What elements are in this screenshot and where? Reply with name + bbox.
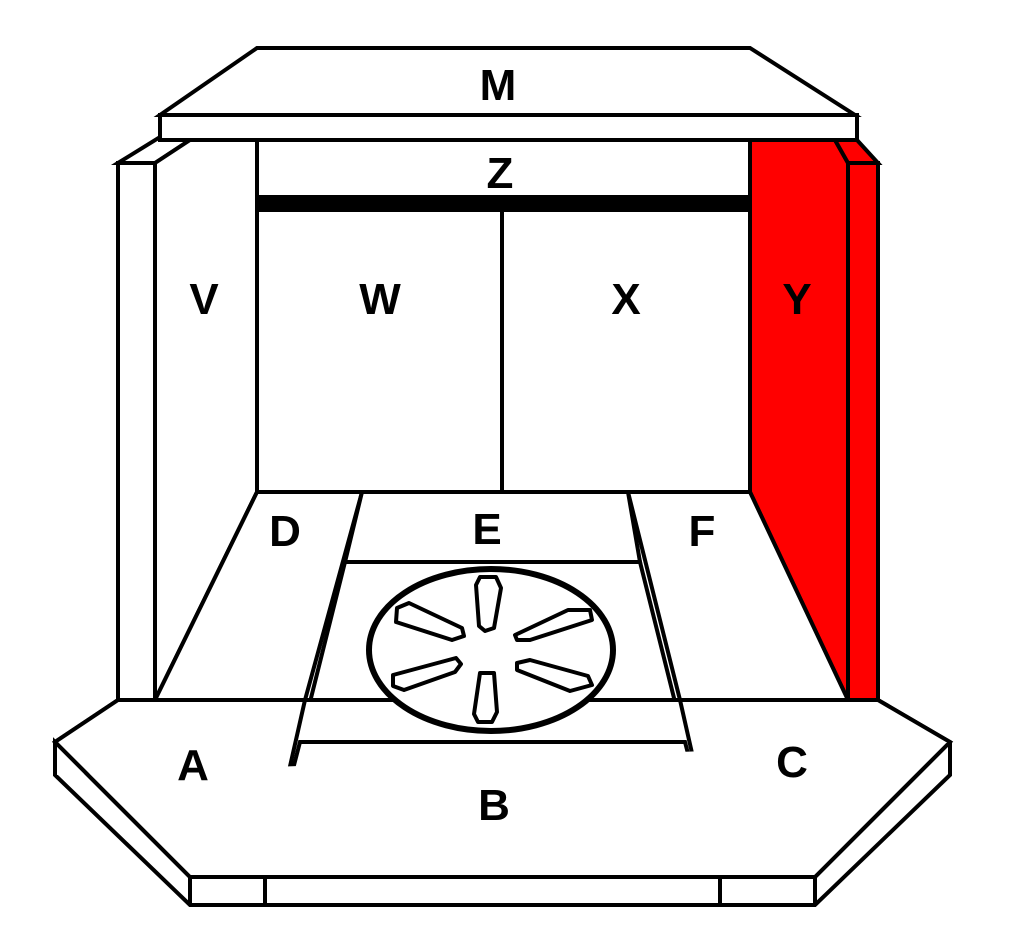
black-bar — [257, 195, 750, 210]
label-v: V — [189, 275, 219, 324]
label-y: Y — [782, 275, 811, 324]
label-m: M — [480, 61, 517, 110]
label-c: C — [776, 738, 808, 787]
label-a: A — [177, 741, 209, 790]
label-e: E — [472, 505, 501, 554]
part-w[interactable] — [255, 208, 504, 494]
ash-grate-icon — [366, 566, 616, 734]
label-b: B — [478, 781, 510, 830]
label-d: D — [269, 507, 301, 556]
label-w: W — [359, 275, 401, 324]
label-z: Z — [487, 149, 514, 198]
label-x: X — [611, 275, 640, 324]
left-pillar-side — [116, 161, 157, 702]
part-x[interactable] — [500, 208, 752, 494]
label-f: F — [689, 507, 716, 556]
right-pillar-side — [846, 161, 880, 702]
mantle-front — [158, 113, 859, 142]
